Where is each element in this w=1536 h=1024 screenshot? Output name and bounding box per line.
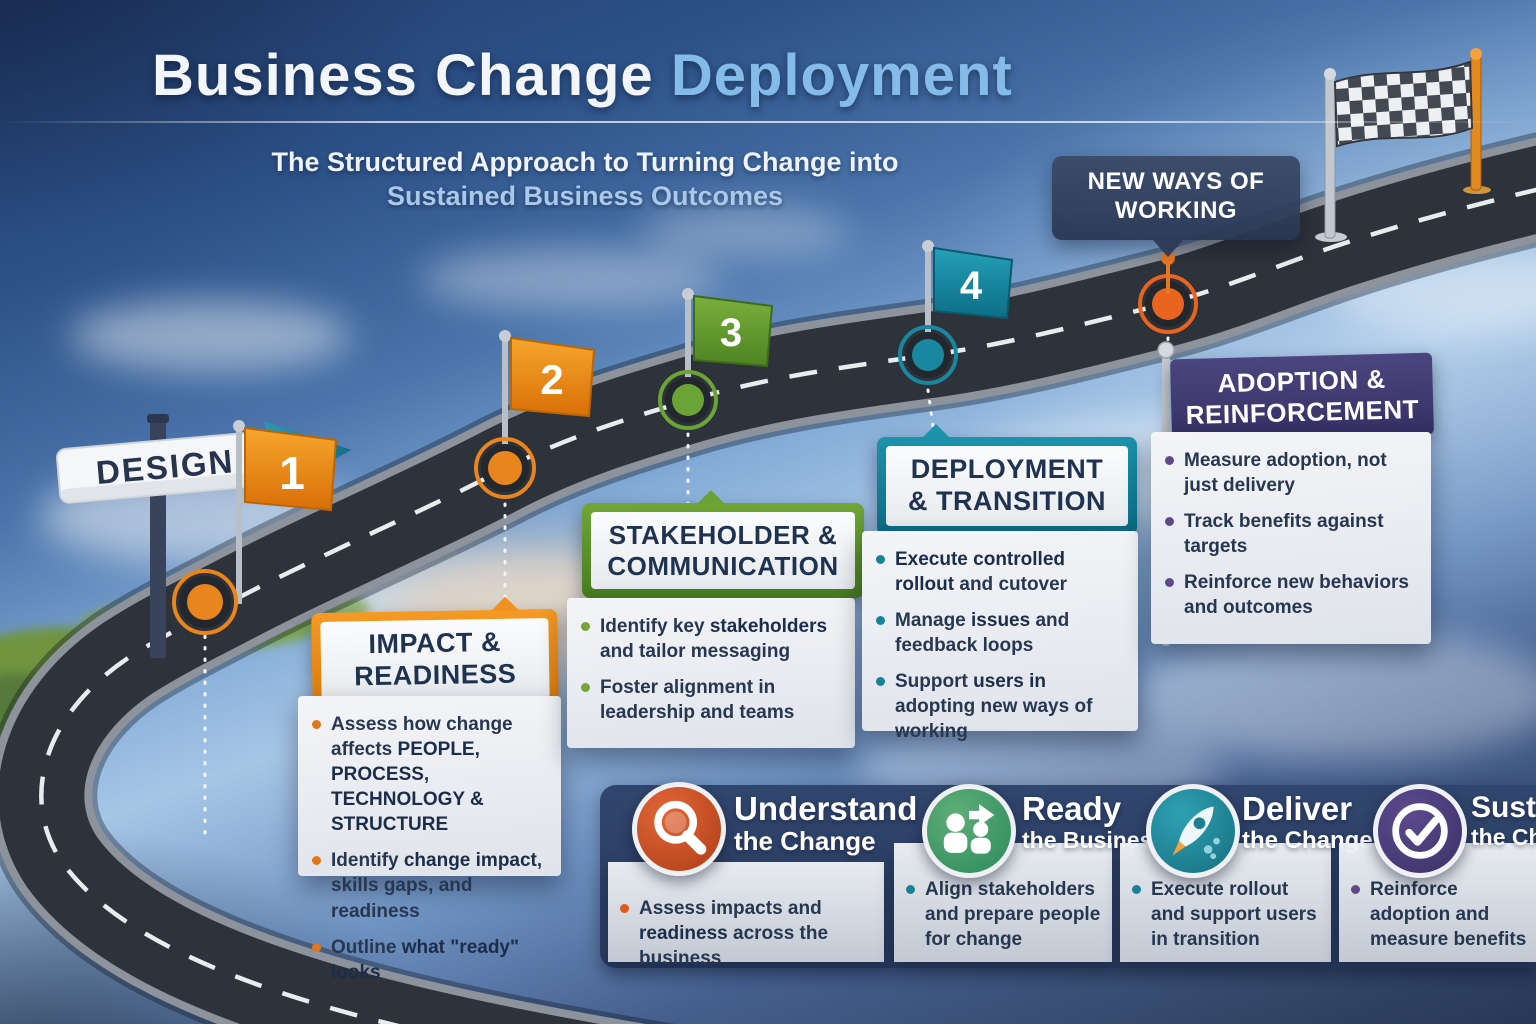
- phase-understand: Assess impacts and readiness across the …: [608, 782, 917, 969]
- phase-sustain: Reinforce adoption and measure benefits …: [1339, 784, 1536, 968]
- svg-text:2: 2: [540, 356, 563, 403]
- bullet-item: Support users in adopting new ways of wo…: [876, 669, 1128, 744]
- bullet-dot: [312, 942, 321, 952]
- milestone-flag-3: 3: [682, 288, 774, 404]
- card-tail-up: [922, 424, 950, 438]
- card-tail-up: [697, 490, 725, 504]
- phase-deliver: Execute rollout and support users in tra…: [1120, 784, 1373, 968]
- phase-panel: Assess impacts and readiness across the …: [608, 862, 884, 969]
- milestone-flag-2: 2: [499, 330, 596, 472]
- bullet-dot: [1132, 885, 1141, 894]
- bullet-dot: [581, 622, 590, 631]
- bullet-item: Track benefits against targets: [1165, 509, 1421, 559]
- svg-text:1: 1: [279, 447, 305, 499]
- card-title: DEPLOYMENT& TRANSITION: [886, 446, 1128, 526]
- card-title: IMPACT &READINESS: [320, 618, 550, 702]
- bullet-item: Execute controlled rollout and cutover: [876, 547, 1128, 597]
- marker-2: [474, 437, 536, 499]
- card-tail-up: [490, 596, 520, 612]
- bullet-dot: [906, 885, 915, 894]
- road-centerline: [39, 187, 1536, 1024]
- bullet-dot: [876, 616, 885, 626]
- card-title: STAKEHOLDER &COMMUNICATION: [591, 512, 855, 590]
- new-ways-of-working-callout: NEW WAYS OF WORKING: [1052, 156, 1300, 257]
- phase-title: Understand the Change: [734, 790, 918, 856]
- card-body: Identify key stakeholders and tailor mes…: [567, 598, 855, 748]
- bullet-item: Identify change impact, skills gaps, and…: [312, 848, 551, 923]
- svg-text:4: 4: [960, 264, 983, 308]
- cloud: [70, 300, 350, 372]
- card-title: ADOPTION &REINFORCEMENT: [1169, 352, 1435, 452]
- bullet-dot: [312, 720, 321, 729]
- bullet-item: Foster alignment in leadership and teams: [581, 675, 845, 725]
- cloud: [1130, 630, 1536, 760]
- bullet-item: Reinforce new behaviors and outcomes: [1165, 570, 1421, 620]
- title-divider: [0, 121, 1536, 123]
- magnifier-icon: [632, 782, 726, 876]
- marker-1: [172, 569, 238, 635]
- people-arrow-icon: [922, 784, 1016, 878]
- page-title-accent: Deployment: [670, 43, 1013, 108]
- bullet-dot: [1165, 578, 1174, 588]
- bullet-dot: [1351, 885, 1360, 894]
- bullet-item: Identify key stakeholders and tailor mes…: [581, 614, 845, 664]
- page-title: Business Change Deployment: [152, 43, 1013, 108]
- bullet-item: Align stakeholders and prepare people fo…: [906, 877, 1104, 952]
- card-body: Assess how change affects PEOPLE, PROCES…: [298, 696, 561, 983]
- bullet-dot: [1165, 456, 1174, 465]
- road-markers: [172, 251, 1198, 635]
- bullet-item: Manage issues and feedback loops: [876, 608, 1128, 658]
- bullet-item: Reinforce adoption and measure benefits: [1351, 877, 1528, 952]
- svg-text:3: 3: [720, 311, 742, 355]
- bullet-dot: [620, 904, 629, 913]
- checkered-flag: [1315, 48, 1491, 242]
- milestone-flag-1: 1: [233, 420, 338, 604]
- check-icon: [1373, 784, 1467, 878]
- bullet-dot: [581, 683, 590, 693]
- phase-title: Sustain the Change: [1471, 791, 1536, 850]
- bullet-item: Assess impacts and readiness across the …: [620, 896, 876, 971]
- bullet-item: Assess how change affects PEOPLE, PROCES…: [312, 712, 551, 837]
- milestone-flag-4: 4: [922, 240, 1014, 360]
- marker-3: [658, 370, 718, 430]
- phase-ready: Align stakeholders and prepare people fo…: [894, 784, 1165, 968]
- page-subtitle: The Structured Approach to Turning Chang…: [271, 147, 899, 211]
- bullet-dot: [876, 677, 885, 687]
- marker-4: [898, 325, 958, 385]
- bullet-item: Outline what "ready" looks: [312, 935, 551, 985]
- bullet-dot: [312, 856, 321, 866]
- cloud: [420, 248, 720, 310]
- bullet-item: Execute rollout and support users in tra…: [1132, 877, 1323, 952]
- rocket-icon: [1146, 784, 1240, 878]
- bullet-item: Measure adoption, not just delivery: [1165, 448, 1421, 498]
- bullet-dot: [1165, 517, 1174, 527]
- bullet-dot: [876, 555, 885, 564]
- cloud: [640, 206, 850, 258]
